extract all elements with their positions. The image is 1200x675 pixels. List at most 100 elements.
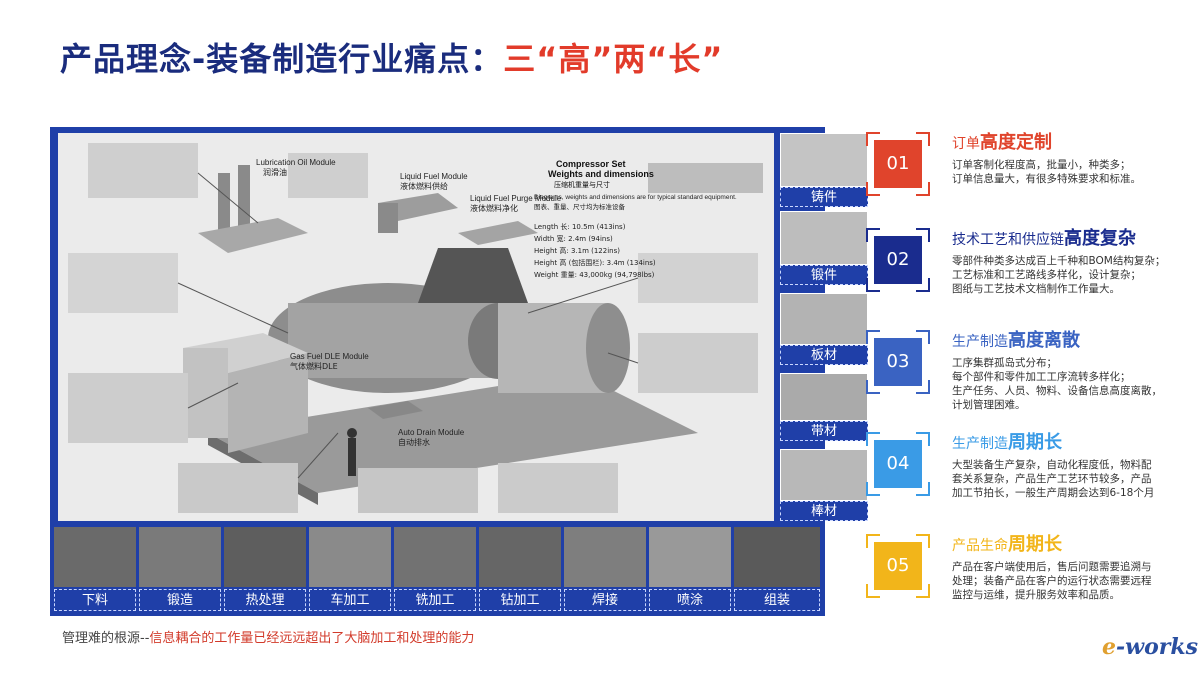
material-label: 带材: [780, 421, 868, 441]
badge-number: 03: [874, 338, 922, 386]
title-main: 产品理念-装备制造行业痛点：: [60, 40, 504, 78]
heading-prefix: 产品生命: [952, 538, 1008, 554]
process-blanking: 下料: [54, 527, 136, 613]
spec-row-height: Height 高: 3.1m (122ins): [534, 246, 620, 255]
label-gas-fuel-cn: 气体燃料DLE: [290, 361, 338, 371]
pain-point-03: 03 生产制造高度离散 工序集群孤岛式分布； 每个部件和零件加工工序流转多样化；…: [866, 326, 1186, 411]
material-forging: 锻件: [780, 211, 868, 285]
heading-emphasis: 高度复杂: [1064, 228, 1136, 249]
page-title: 产品理念-装备制造行业痛点：三“高”两“长”: [60, 34, 723, 80]
item-heading: 产品生命周期长: [952, 530, 1062, 556]
process-drilling: 钻加工: [479, 527, 561, 613]
process-photo: [394, 527, 476, 587]
process-label: 焊接: [564, 589, 646, 611]
number-badge: 02: [866, 228, 930, 292]
label-liquid-fuel: Liquid Fuel Module: [400, 172, 468, 181]
badge-number: 05: [874, 542, 922, 590]
number-badge: 01: [866, 132, 930, 196]
process-row: 下料 锻造 热处理 车加工 铣加工 钻加工 焊接 喷涂: [54, 527, 822, 613]
compressor-illustration: Lubrication Oil Module 润滑油 Liquid Fuel M…: [58, 133, 774, 521]
material-photo: [780, 133, 868, 187]
material-photo: [780, 211, 868, 265]
badge-number: 02: [874, 236, 922, 284]
process-forging: 锻造: [139, 527, 221, 613]
desc-line: 生产任务、人员、物料、设备信息高度离散，: [952, 385, 1162, 397]
process-photo: [139, 527, 221, 587]
desc-line: 处理；装备产品在客户的运行状态需要远程: [952, 575, 1152, 587]
compressor-diagram: Lubrication Oil Module 润滑油 Liquid Fuel M…: [58, 133, 774, 521]
material-label: 板材: [780, 345, 868, 365]
process-label: 钻加工: [479, 589, 561, 611]
process-turning: 车加工: [309, 527, 391, 613]
root-cause-text: 信息耦合的工作量已经远远超出了大脑加工和处理的能力: [149, 631, 475, 646]
heading-emphasis: 高度离散: [1008, 330, 1080, 351]
heading-emphasis: 高度定制: [980, 132, 1052, 153]
spec-heading2: Weights and dimensions: [548, 169, 654, 179]
label-liquid-fuel-cn: 液体燃料供给: [400, 181, 448, 191]
label-purge: Liquid Fuel Purge Module: [470, 194, 562, 203]
heading-emphasis: 周期长: [1008, 432, 1062, 453]
desc-line: 每个部件和零件加工工序流转多样化；: [952, 371, 1131, 383]
item-description: 大型装备生产复杂，自动化程度低，物料配 套关系复杂，产品生产工艺环节较多，产品 …: [952, 458, 1182, 500]
process-label: 组装: [734, 589, 820, 611]
item-heading: 生产制造高度离散: [952, 326, 1080, 352]
item-heading: 技术工艺和供应链高度复杂: [952, 224, 1136, 250]
spec-heading: Compressor Set: [556, 159, 626, 169]
item-heading: 生产制造周期长: [952, 428, 1062, 454]
process-label: 喷涂: [649, 589, 731, 611]
process-photo: [649, 527, 731, 587]
item-description: 产品在客户端使用后，售后问题需要追溯与 处理；装备产品在客户的运行状态需要远程 …: [952, 560, 1182, 602]
heading-emphasis: 周期长: [1008, 534, 1062, 555]
spec-note: Diagrams, weights and dimensions are for…: [534, 194, 737, 201]
spec-row-weight: Weight 重量: 43,000kg (94,798lbs): [534, 271, 655, 279]
spec-row-length: Length 长: 10.5m (413ins): [534, 222, 626, 231]
material-casting: 铸件: [780, 133, 868, 207]
material-label: 铸件: [780, 187, 868, 207]
process-label: 锻造: [139, 589, 221, 611]
label-lube-oil: Lubrication Oil Module: [256, 158, 336, 167]
pain-point-01: 01 订单高度定制 订单客制化程度高，批量小，种类多； 订单信息量大，有很多特殊…: [866, 128, 1186, 208]
badge-number: 04: [874, 440, 922, 488]
process-assembly: 组装: [734, 527, 820, 613]
process-label: 车加工: [309, 589, 391, 611]
material-bar: 棒材: [780, 449, 868, 521]
material-label: 锻件: [780, 265, 868, 285]
spec-row-width: Width 宽: 2.4m (94ins): [534, 234, 613, 243]
material-photo: [780, 293, 868, 345]
desc-line: 加工节拍长，一般生产周期会达到6-18个月: [952, 487, 1155, 499]
root-cause-prefix: 管理难的根源--: [62, 631, 150, 646]
label-lube-oil-cn: 润滑油: [263, 167, 287, 177]
item-description: 零部件种类多达成百上千种和BOM结构复杂； 工艺标准和工艺路线多样化，设计复杂；…: [952, 254, 1182, 296]
eworks-logo: e-works: [1102, 634, 1198, 660]
label-auto-drain: Auto Drain Module: [398, 428, 465, 437]
material-photo: [780, 373, 868, 421]
label-auto-drain-cn: 自动排水: [398, 437, 430, 447]
desc-line: 大型装备生产复杂，自动化程度低，物料配: [952, 459, 1152, 471]
process-heat-treatment: 热处理: [224, 527, 306, 613]
equipment-panel: Lubrication Oil Module 润滑油 Liquid Fuel M…: [50, 127, 868, 616]
desc-line: 产品在客户端使用后，售后问题需要追溯与: [952, 561, 1152, 573]
pain-point-05: 05 产品生命周期长 产品在客户端使用后，售后问题需要追溯与 处理；装备产品在客…: [866, 530, 1186, 610]
process-label: 热处理: [224, 589, 306, 611]
number-badge: 03: [866, 330, 930, 394]
spec-row-height-enc: Height 高 (包括围栏): 3.4m (134ins): [534, 258, 656, 267]
spec-note-cn: 图表、重量、尺寸均为标准设备: [534, 202, 626, 211]
item-description: 工序集群孤岛式分布； 每个部件和零件加工工序流转多样化； 生产任务、人员、物料、…: [952, 356, 1182, 412]
process-photo: [224, 527, 306, 587]
desc-line: 工序集群孤岛式分布；: [952, 357, 1057, 369]
label-gas-fuel: Gas Fuel DLE Module: [290, 352, 369, 361]
material-strip: 带材: [780, 373, 868, 441]
process-photo: [479, 527, 561, 587]
material-photo: [780, 449, 868, 501]
process-label: 下料: [54, 589, 136, 611]
desc-line: 订单客制化程度高，批量小，种类多；: [952, 159, 1131, 171]
process-milling: 铣加工: [394, 527, 476, 613]
desc-line: 套关系复杂，产品生产工艺环节较多，产品: [952, 473, 1152, 485]
item-heading: 订单高度定制: [952, 128, 1052, 154]
pain-point-02: 02 技术工艺和供应链高度复杂 零部件种类多达成百上千种和BOM结构复杂； 工艺…: [866, 224, 1186, 304]
logo-works: -works: [1116, 634, 1198, 660]
desc-line: 计划管理困难。: [952, 399, 1026, 411]
desc-line: 工艺标准和工艺路线多样化，设计复杂；: [952, 269, 1141, 281]
process-label: 铣加工: [394, 589, 476, 611]
number-badge: 05: [866, 534, 930, 598]
